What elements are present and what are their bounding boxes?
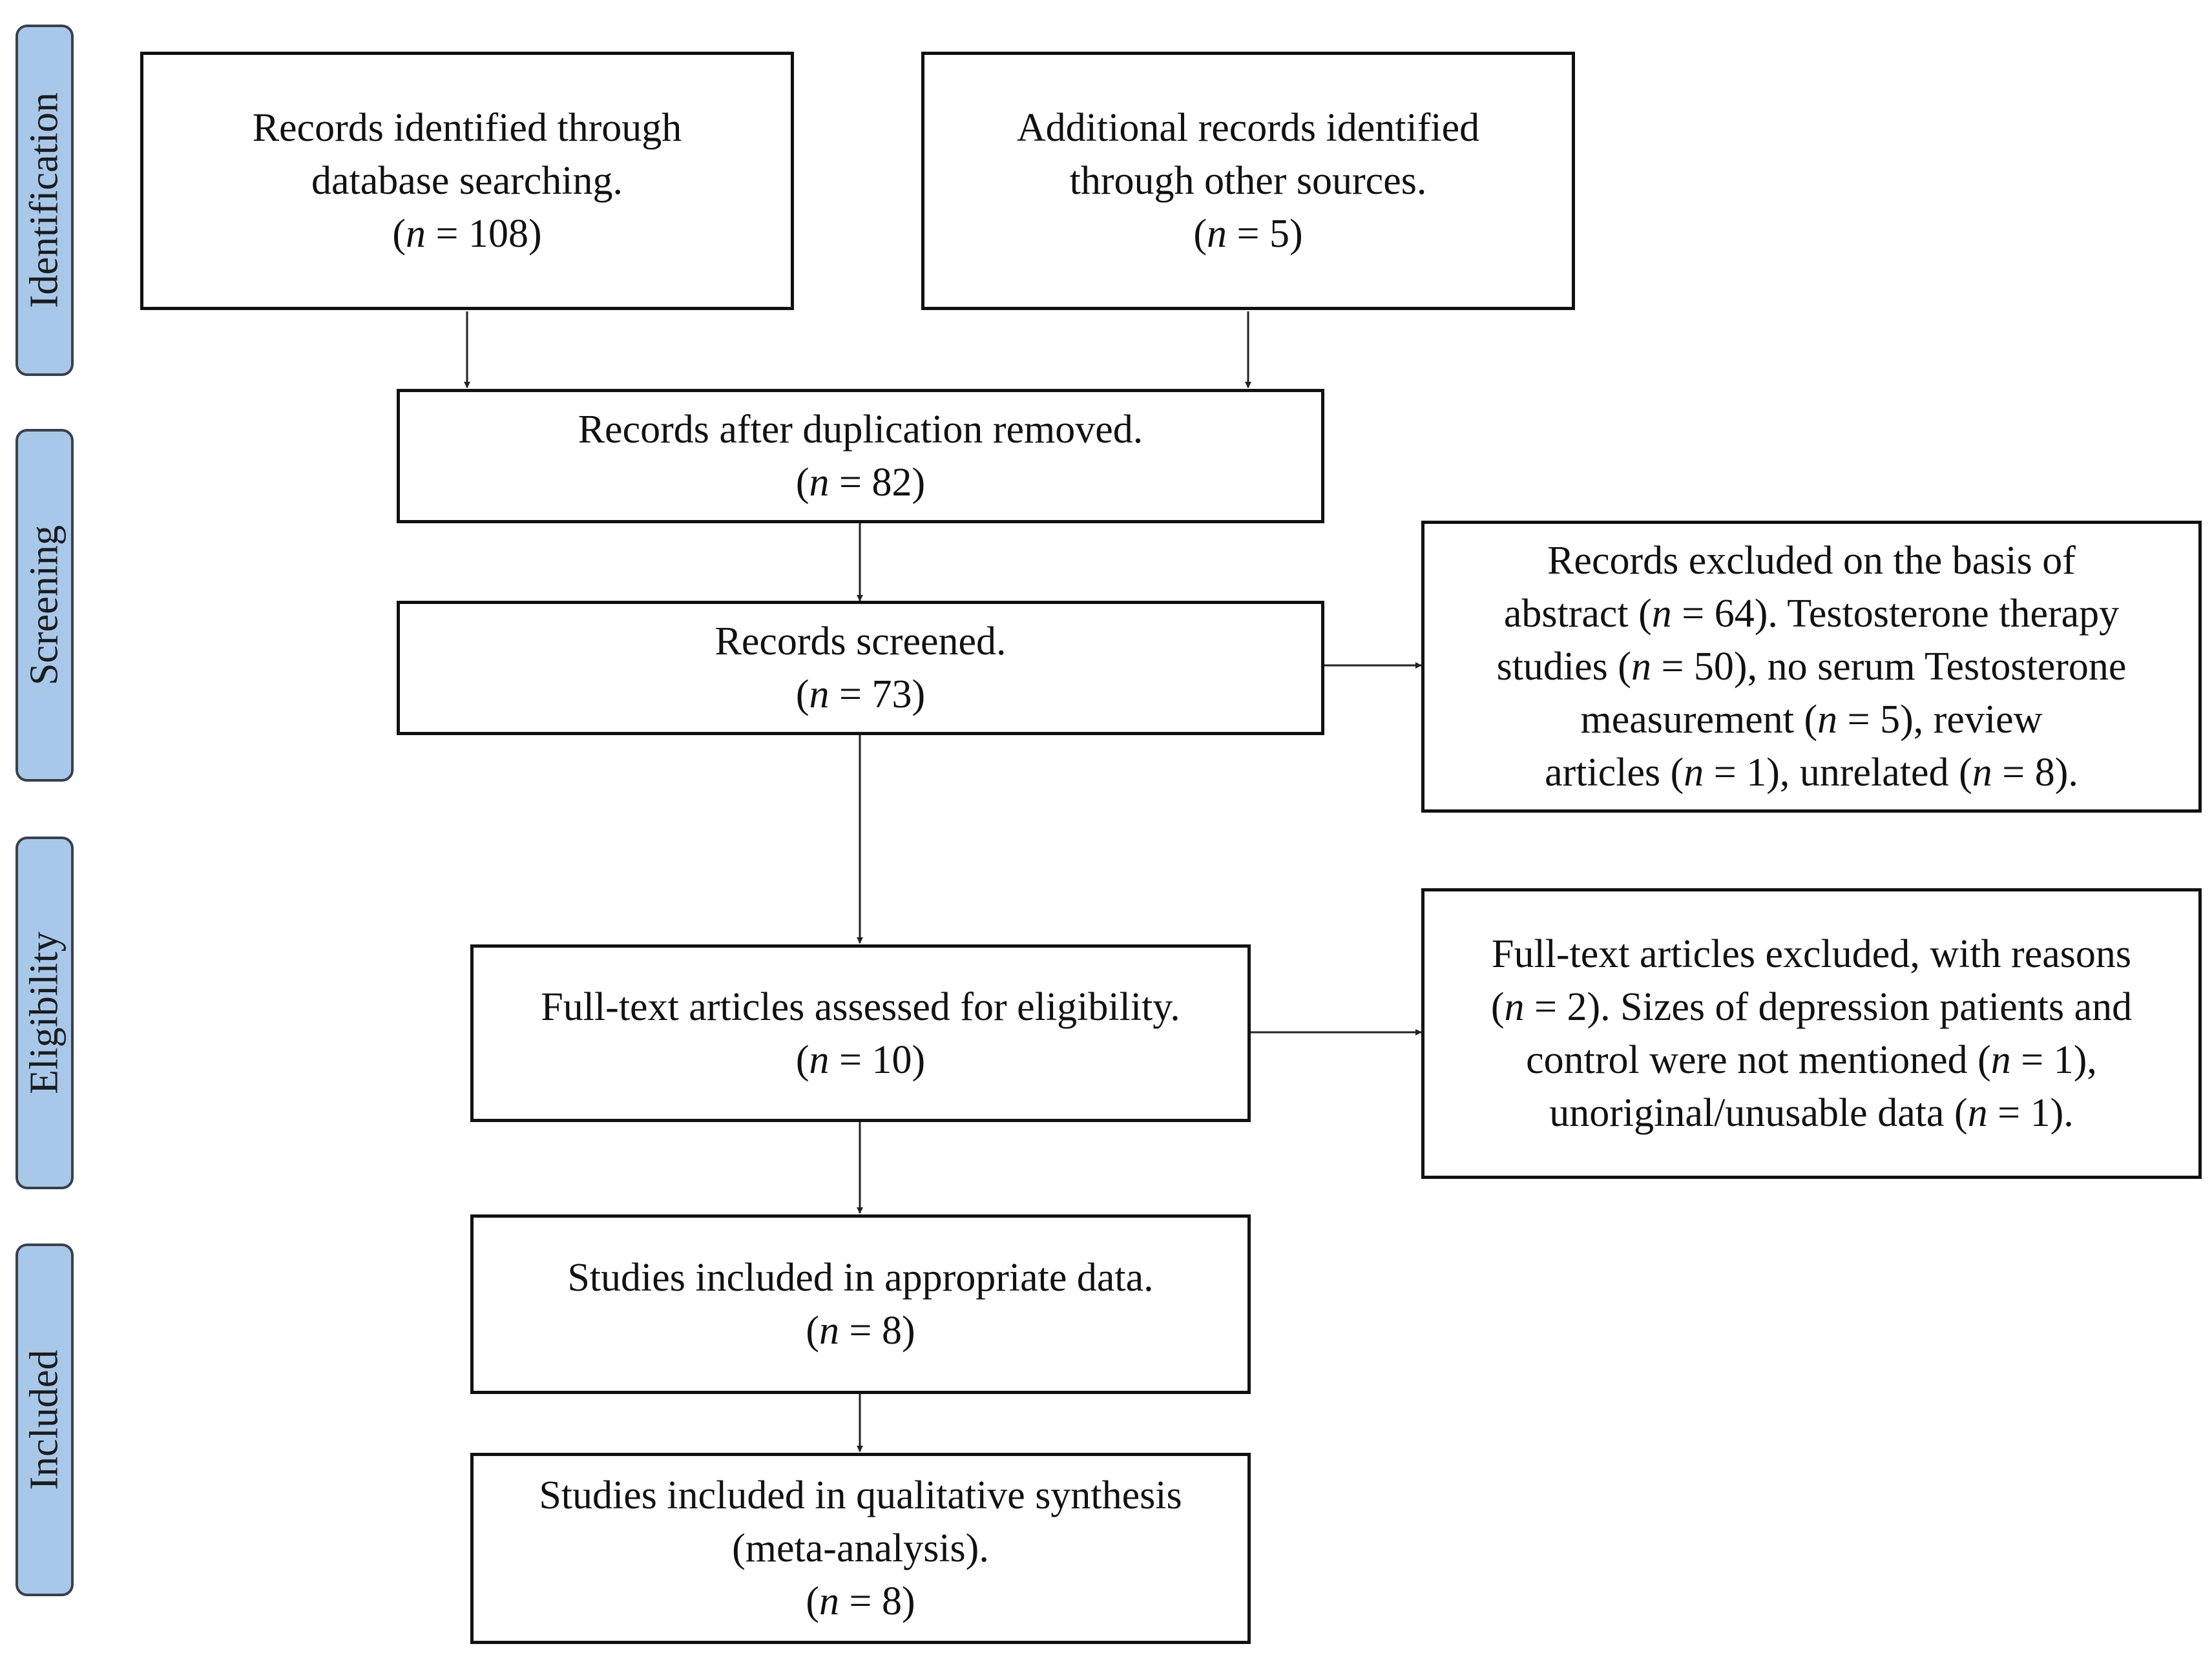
box-excluded-abstract: Records excluded on the basis of abstrac… [1421, 521, 2202, 813]
box-text-line: Studies included in qualitative synthesi… [539, 1473, 1182, 1517]
phase-identification-label: Identification [22, 92, 67, 308]
box-text-line: abstract (n = 64). Testosterone therapy [1503, 592, 2120, 636]
box-excluded-fulltext: Full-text articles excluded, with reason… [1421, 888, 2202, 1179]
box-text-line: Records after duplication removed. [578, 408, 1143, 452]
box-text-line: control were not mentioned (n = 1), [1526, 1038, 2097, 1082]
box-count: (n = 10) [795, 1037, 926, 1082]
box-text-line: Full-text articles excluded, with reason… [1491, 932, 2131, 976]
box-text-line: unoriginal/unusable data (n = 1). [1549, 1091, 2074, 1135]
phase-included: Included [16, 1244, 74, 1596]
box-qualitative-synthesis: Studies included in qualitative synthesi… [470, 1453, 1251, 1644]
box-text-line: database searching. [311, 159, 623, 203]
box-full-text-assessed: Full-text articles assessed for eligibil… [470, 944, 1251, 1122]
box-text-line: studies (n = 50), no serum Testosterone [1496, 645, 2127, 689]
box-count: (n = 5) [1193, 212, 1303, 256]
box-text-line: Studies included in appropriate data. [567, 1256, 1154, 1300]
phase-eligibility: Eligibility [16, 837, 74, 1189]
box-count: (n = 73) [795, 672, 926, 716]
phase-included-label: Included [22, 1349, 67, 1490]
box-text-line: Additional records identified [1016, 106, 1480, 150]
phase-identification: Identification [16, 25, 74, 376]
box-screened: Records screened. (n = 73) [397, 601, 1324, 735]
phase-screening-label: Screening [22, 525, 67, 685]
box-text-line: Records excluded on the basis of [1547, 539, 2076, 583]
box-count: (n = 82) [795, 461, 926, 505]
box-database-records: Records identified through database sear… [140, 52, 794, 310]
box-after-duplicates: Records after duplication removed. (n = … [397, 389, 1324, 523]
box-text-line: articles (n = 1), unrelated (n = 8). [1545, 751, 2078, 795]
box-count: (n = 8) [806, 1309, 915, 1353]
box-appropriate-data: Studies included in appropriate data. (n… [470, 1214, 1251, 1394]
box-other-sources: Additional records identified through ot… [921, 52, 1575, 310]
box-text-line: measurement (n = 5), review [1580, 698, 2043, 742]
box-count: (n = 8) [806, 1579, 915, 1623]
box-count: (n = 108) [392, 212, 542, 256]
phase-screening: Screening [16, 429, 74, 782]
phase-eligibility-label: Eligibility [22, 932, 67, 1094]
box-text-line: Records identified through [252, 106, 682, 150]
box-text-line: (meta-analysis). [732, 1526, 989, 1570]
box-text-line: (n = 2). Sizes of depression patients an… [1490, 985, 2133, 1029]
box-text-line: Full-text articles assessed for eligibil… [541, 984, 1180, 1029]
box-text-line: through other sources. [1069, 159, 1427, 203]
box-text-line: Records screened. [715, 619, 1007, 663]
